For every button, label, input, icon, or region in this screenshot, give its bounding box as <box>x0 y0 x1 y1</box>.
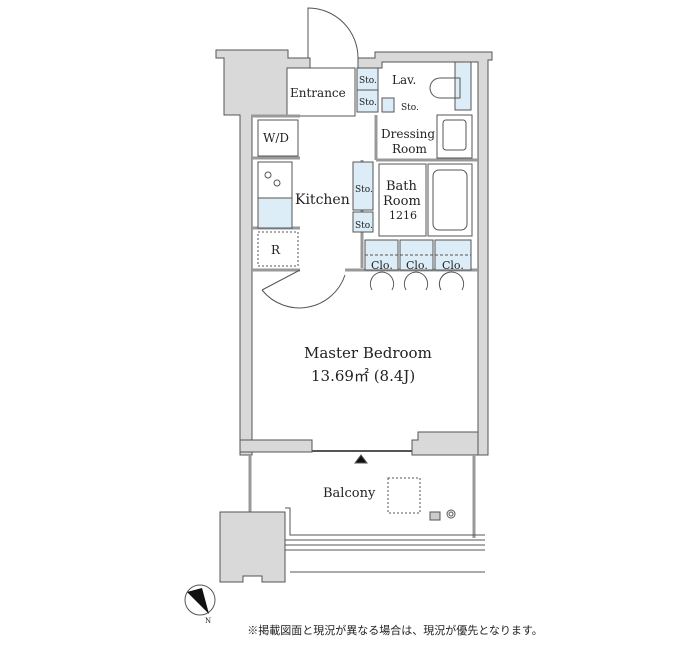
vanity-basin <box>442 119 467 151</box>
drain-icon <box>446 509 456 519</box>
label-bath-size: 1216 <box>389 209 417 222</box>
compass-icon <box>184 584 216 616</box>
vanity <box>436 114 473 159</box>
balcony-rail <box>285 539 485 573</box>
label-storage: Sto. <box>359 98 377 108</box>
label-closet: Clo. <box>406 259 428 272</box>
washer-dryer-box <box>257 119 299 157</box>
burner-icon <box>273 179 281 187</box>
toilet-tank <box>454 61 472 111</box>
label-storage: Sto. <box>359 76 377 86</box>
closet-doors <box>369 271 465 291</box>
compass-label: N <box>205 617 211 625</box>
label-bedroom-area: 13.69㎡ (8.4J) <box>311 367 415 385</box>
bathtub <box>427 163 473 237</box>
burner-icon <box>264 171 272 179</box>
toilet-bowl <box>429 77 461 99</box>
label-master-bedroom: Master Bedroom <box>304 344 432 362</box>
storage-box <box>352 211 374 233</box>
outlet <box>429 511 441 521</box>
label-kitchen: Kitchen <box>295 192 350 208</box>
label-storage: Sto. <box>401 103 419 113</box>
label-storage: Sto. <box>355 185 373 195</box>
bathroom-box <box>378 163 427 237</box>
wall-top-left-block <box>215 49 311 456</box>
stove <box>257 161 293 199</box>
bathtub-inner <box>432 169 468 231</box>
label-closet: Clo. <box>371 259 393 272</box>
entrance-door <box>307 7 359 59</box>
label-closet: Clo. <box>442 259 464 272</box>
footnote: ※掲載図面と現況が異なる場合は、現況が優先となります。 <box>247 624 543 637</box>
label-balcony: Balcony <box>323 486 376 501</box>
drain-icon-inner <box>448 511 454 517</box>
label-washer-dryer: W/D <box>263 131 289 145</box>
label-lavatory: Lav. <box>392 73 416 87</box>
label-dressing: Dressing <box>381 127 435 141</box>
sink <box>257 197 293 229</box>
building-column <box>219 511 286 583</box>
storage-box <box>381 97 395 113</box>
label-bath: Bath <box>386 179 418 194</box>
refrigerator-box <box>257 231 299 267</box>
label-storage: Sto. <box>355 221 373 231</box>
wall-top-right <box>357 51 493 456</box>
compass-needle <box>187 588 209 614</box>
wall-bottom-left <box>239 439 313 453</box>
bedroom-door <box>261 269 346 309</box>
storage-box <box>356 89 379 113</box>
storage-box <box>352 161 374 211</box>
entrance-area <box>286 67 356 117</box>
entry-marker-icon <box>354 454 368 464</box>
wall-bottom-right <box>411 431 479 456</box>
label-dressing-room: Room <box>392 142 427 156</box>
balcony-outline <box>285 507 485 536</box>
label-bath-room: Room <box>383 194 421 209</box>
drain-hatch <box>387 477 421 514</box>
label-refrigerator: R <box>271 243 281 257</box>
label-entrance: Entrance <box>290 86 346 100</box>
